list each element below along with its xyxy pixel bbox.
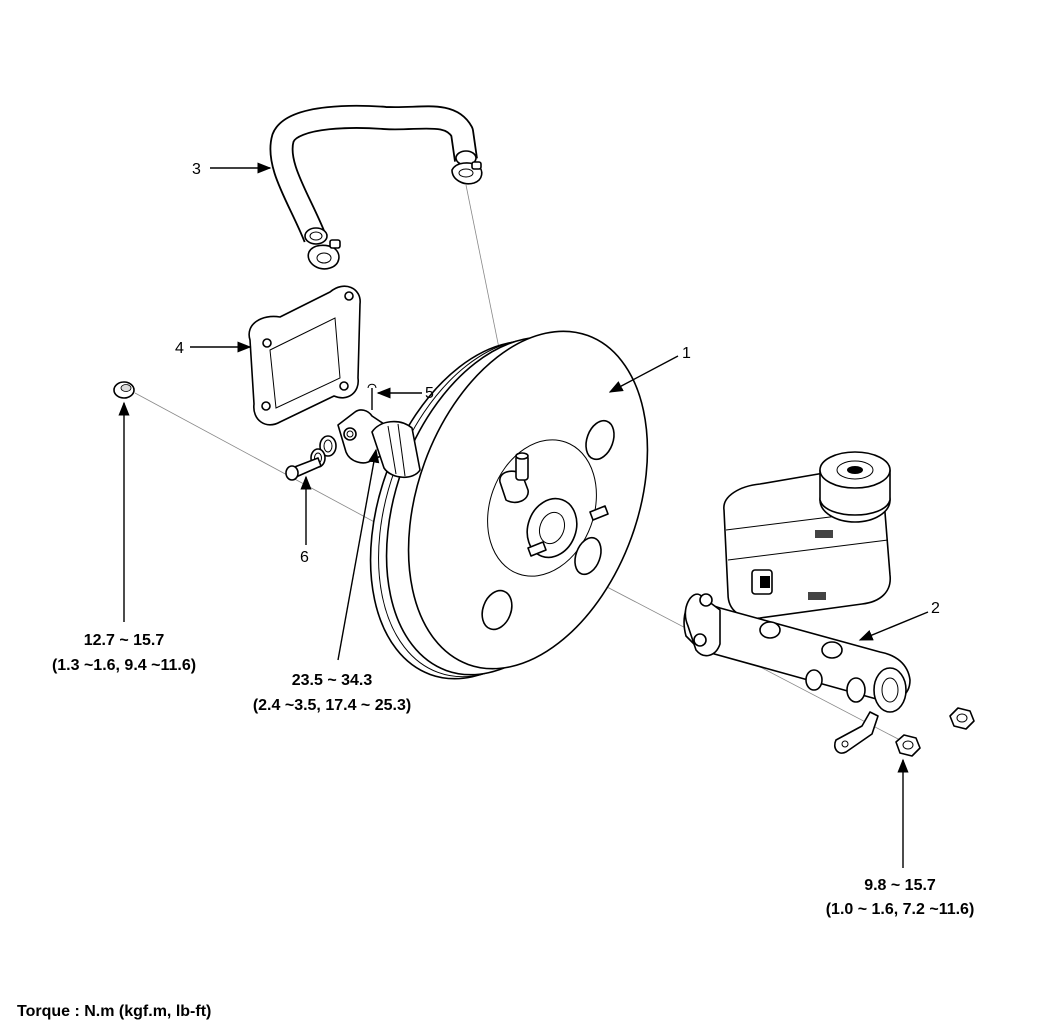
torque-cap-imperial: (1.3 ~1.6, 9.4 ~11.6) (52, 657, 196, 674)
hose-clamp-upper (451, 161, 483, 185)
booster-gasket (248, 285, 361, 426)
mounting-nut-front (895, 734, 921, 757)
clevis-bolt (285, 457, 322, 481)
torque-clevis-imperial: (2.4 ~3.5, 17.4 ~ 25.3) (253, 697, 411, 714)
callout-5: 5 (425, 385, 434, 402)
clevis-pin (367, 383, 377, 410)
torque-nut-imperial: (1.0 ~ 1.6, 7.2 ~11.6) (826, 901, 975, 918)
callout-2: 2 (931, 600, 940, 617)
torque-nut-nm: 9.8 ~ 15.7 (864, 877, 936, 894)
booster-cap (113, 381, 135, 399)
hose-clamp-lower (307, 239, 341, 270)
torque-units-note: Torque : N.m (kgf.m, lb-ft) (17, 1003, 211, 1020)
callout-1: 1 (682, 345, 691, 362)
torque-clevis-nm: 23.5 ~ 34.3 (292, 672, 373, 689)
callout-6: 6 (300, 549, 309, 566)
brake-booster (369, 330, 649, 680)
mounting-nut-rear (949, 707, 975, 730)
callout-4: 4 (175, 340, 184, 357)
vacuum-hose (269, 104, 478, 245)
leader-lines (118, 162, 929, 868)
torque-cap-nm: 12.7 ~ 15.7 (84, 632, 165, 649)
callout-3: 3 (192, 161, 201, 178)
master-cylinder (683, 451, 911, 754)
